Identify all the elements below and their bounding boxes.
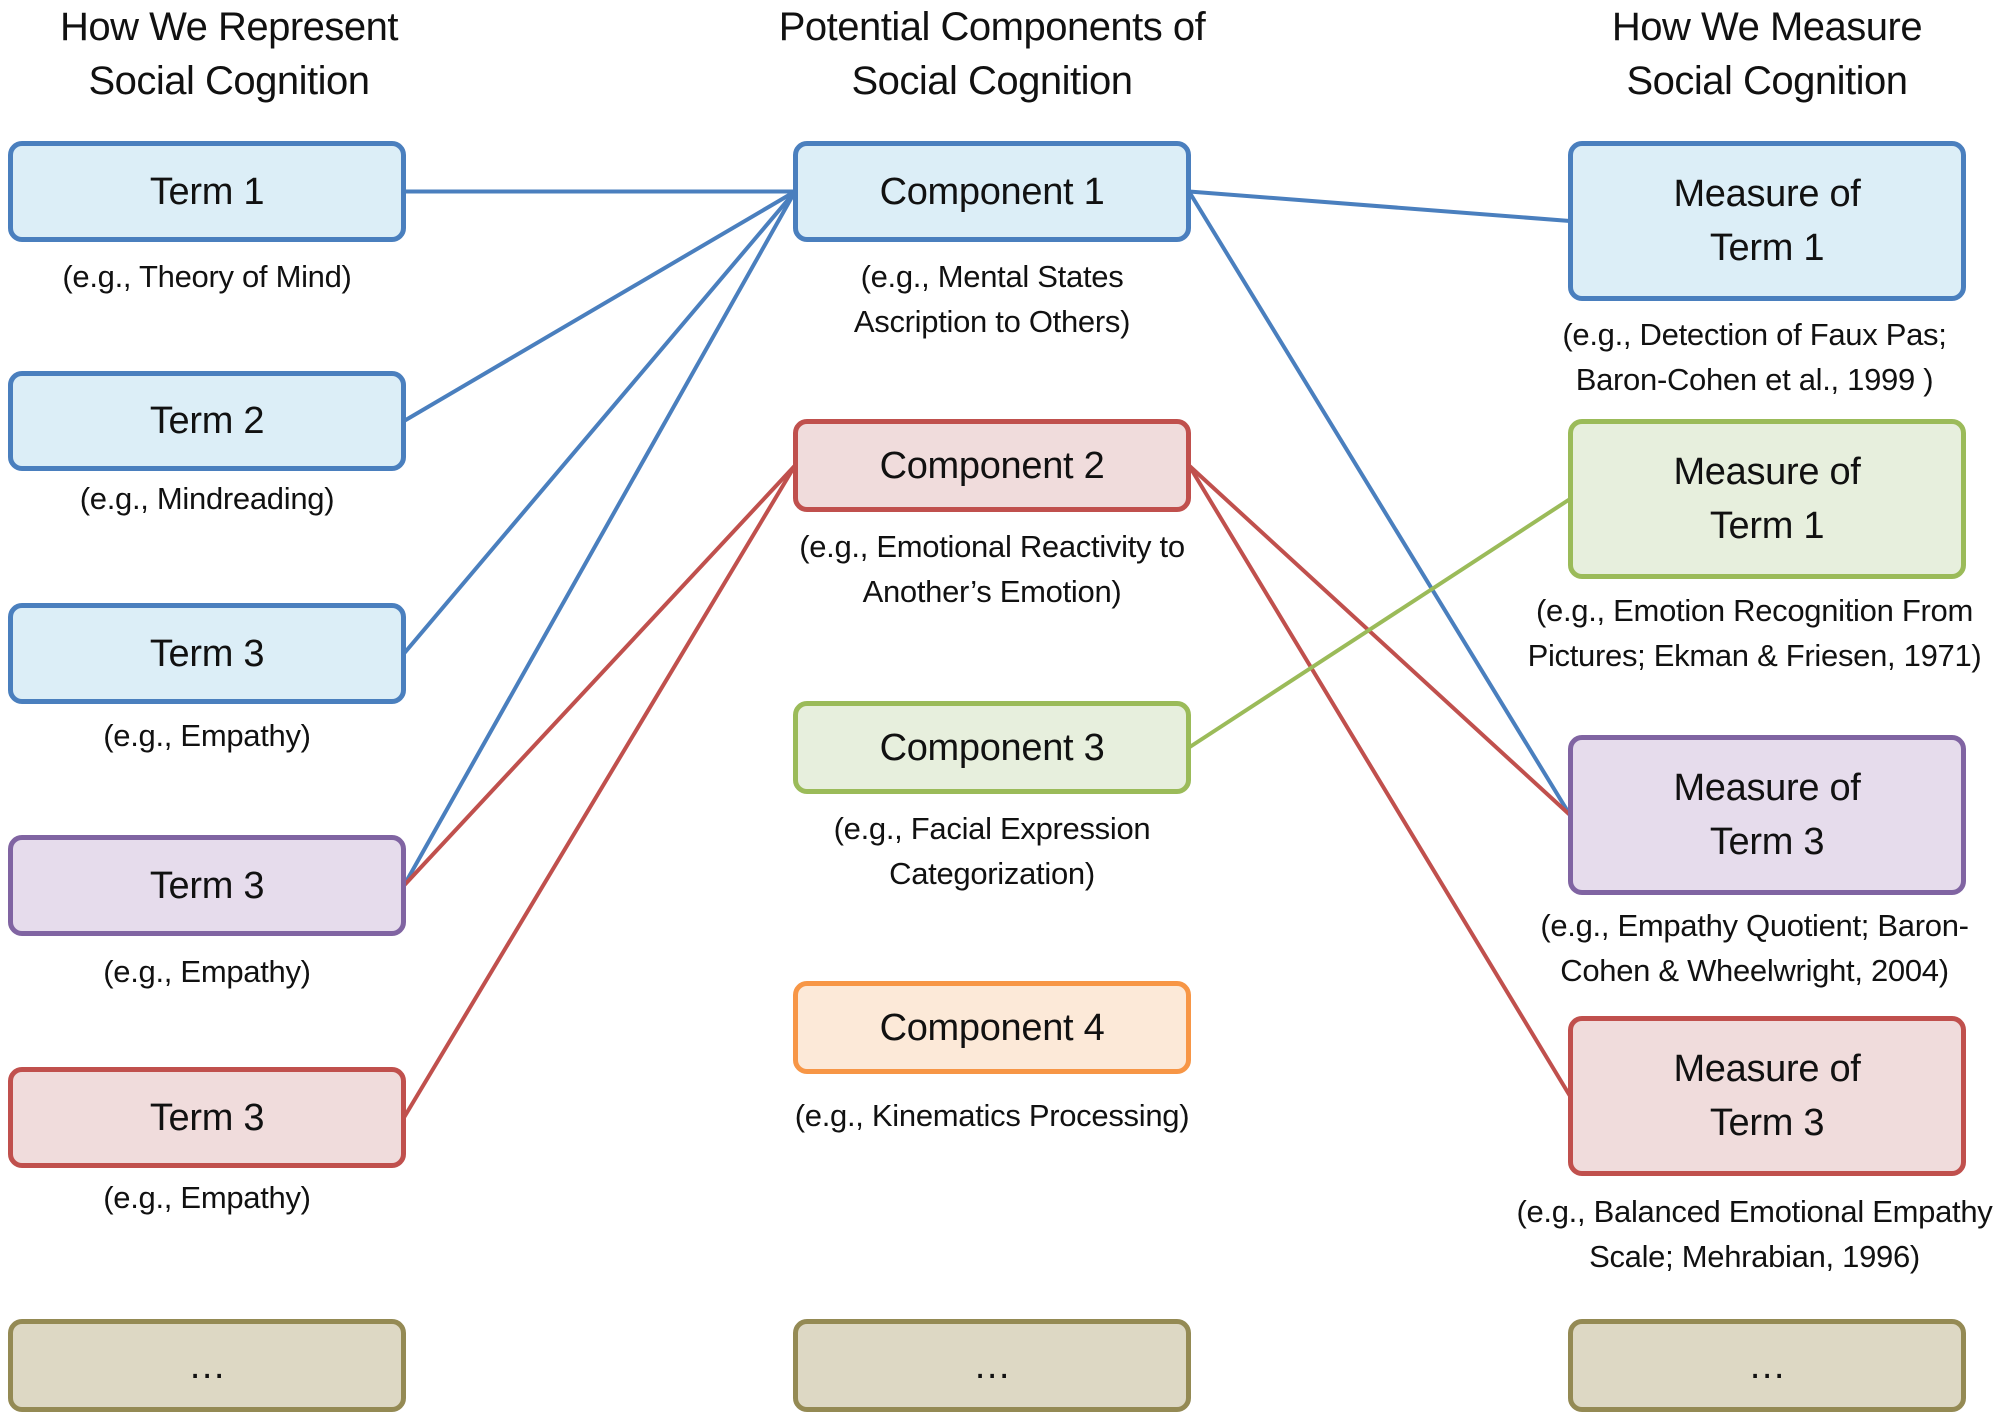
connector-term-3a-to-component-1: [402, 190, 797, 655]
ellipsis-label: …: [1748, 1344, 1786, 1387]
component-3-example: (e.g., Facial Expression Categorization): [760, 806, 1224, 896]
measure-ellipsis: …: [1568, 1319, 1966, 1412]
term-2: Term 2: [8, 371, 406, 471]
heading-represent: How We Represent Social Cognition: [0, 0, 458, 108]
component-1: Component 1: [793, 141, 1191, 242]
example-line: (e.g., Empathy Quotient; Baron-: [1540, 908, 1969, 943]
example-line: Scale; Mehrabian, 1996): [1589, 1239, 1920, 1274]
component-ellipsis: …: [793, 1319, 1191, 1412]
term-3c-example: (e.g., Empathy): [0, 1175, 414, 1220]
connector-component-1-to-measure-3a: [1187, 190, 1572, 817]
example-line: (e.g., Detection of Faux Pas;: [1562, 317, 1947, 352]
example-line: Ascription to Others): [853, 304, 1131, 339]
measure-3a-example: (e.g., Empathy Quotient; Baron- Cohen & …: [1500, 903, 2009, 993]
measure-1a: Measure of Term 1: [1568, 141, 1966, 301]
measure-3a: Measure of Term 3: [1568, 735, 1966, 895]
term-3c: Term 3: [8, 1067, 406, 1168]
measure-label-line: Measure of: [1673, 173, 1861, 215]
measure-3b-example: (e.g., Balanced Emotional Empathy Scale;…: [1500, 1189, 2009, 1279]
connector-component-2-to-measure-3a: [1187, 464, 1572, 817]
term-ellipsis: …: [8, 1319, 406, 1412]
term-label: Term 3: [149, 864, 265, 907]
heading-line: How We Measure: [1611, 5, 1923, 49]
component-label: Component 1: [879, 170, 1105, 213]
example-line: (e.g., Mindreading): [79, 481, 335, 516]
term-label: Term 1: [149, 170, 265, 213]
term-3a: Term 3: [8, 603, 406, 704]
heading-line: Social Cognition: [88, 59, 370, 103]
example-line: (e.g., Mental States: [860, 259, 1124, 294]
example-line: (e.g., Facial Expression: [833, 811, 1151, 846]
measure-label-line: Measure of: [1673, 451, 1861, 493]
connector-component-1-to-measure-1a: [1188, 189, 1571, 223]
example-line: Another’s Emotion): [862, 574, 1122, 609]
example-line: (e.g., Empathy): [103, 1180, 311, 1215]
component-1-example: (e.g., Mental States Ascription to Other…: [760, 254, 1224, 344]
connector-term-2-to-component-1: [402, 189, 797, 423]
component-4-example: (e.g., Kinematics Processing): [760, 1093, 1224, 1138]
measure-1b: Measure of Term 1: [1568, 419, 1966, 579]
term-label: Term 3: [149, 1096, 265, 1139]
term-3b-example: (e.g., Empathy): [0, 949, 414, 994]
ellipsis-label: …: [188, 1344, 226, 1387]
measure-label-line: Measure of: [1673, 767, 1861, 809]
measure-3b: Measure of Term 3: [1568, 1016, 1966, 1176]
connector-term-3c-to-component-2: [402, 464, 797, 1119]
example-line: Cohen & Wheelwright, 2004): [1560, 953, 1949, 988]
example-line: Categorization): [889, 856, 1095, 891]
measure-label-line: Term 3: [1709, 821, 1825, 863]
component-label: Component 3: [879, 726, 1105, 769]
example-line: (e.g., Theory of Mind): [62, 259, 352, 294]
term-1: Term 1: [8, 141, 406, 242]
component-3: Component 3: [793, 701, 1191, 794]
heading-line: Social Cognition: [1626, 59, 1908, 103]
component-2: Component 2: [793, 419, 1191, 512]
term-1-example: (e.g., Theory of Mind): [0, 254, 414, 299]
heading-line: Potential Components of: [778, 5, 1206, 49]
example-line: (e.g., Empathy): [103, 718, 311, 753]
measure-label-line: Term 1: [1709, 227, 1825, 269]
connector-component-3-to-measure-1b: [1187, 497, 1572, 750]
example-line: Pictures; Ekman & Friesen, 1971): [1527, 638, 1982, 673]
connector-term-3b-to-component-1: [402, 190, 797, 887]
example-line: (e.g., Emotional Reactivity to: [799, 529, 1185, 564]
term-3a-example: (e.g., Empathy): [0, 713, 414, 758]
measure-label-line: Term 1: [1709, 505, 1825, 547]
example-line: Baron-Cohen et al., 1999 ): [1575, 362, 1934, 397]
example-line: (e.g., Kinematics Processing): [794, 1098, 1190, 1133]
measure-label-line: Term 3: [1709, 1102, 1825, 1144]
component-2-example: (e.g., Emotional Reactivity to Another’s…: [760, 524, 1224, 614]
measure-label-line: Measure of: [1673, 1048, 1861, 1090]
heading-components: Potential Components of Social Cognition: [740, 0, 1244, 108]
example-line: (e.g., Emotion Recognition From: [1536, 593, 1973, 628]
connector-term-3b-to-component-2: [402, 464, 797, 887]
example-line: (e.g., Empathy): [103, 954, 311, 989]
term-2-example: (e.g., Mindreading): [0, 476, 414, 521]
example-line: (e.g., Balanced Emotional Empathy: [1516, 1194, 1993, 1229]
component-label: Component 4: [879, 1006, 1105, 1049]
heading-measure: How We Measure Social Cognition: [1520, 0, 2009, 108]
term-label: Term 2: [149, 400, 265, 442]
measure-1b-example: (e.g., Emotion Recognition From Pictures…: [1500, 588, 2009, 678]
component-4: Component 4: [793, 981, 1191, 1074]
heading-line: How We Represent: [59, 5, 399, 49]
connector-component-2-to-measure-3b: [1187, 464, 1572, 1098]
heading-line: Social Cognition: [851, 59, 1133, 103]
measure-1a-example: (e.g., Detection of Faux Pas; Baron-Cohe…: [1500, 312, 2009, 402]
component-label: Component 2: [879, 444, 1105, 487]
term-label: Term 3: [149, 632, 265, 675]
term-3b: Term 3: [8, 835, 406, 936]
ellipsis-label: …: [973, 1344, 1011, 1387]
